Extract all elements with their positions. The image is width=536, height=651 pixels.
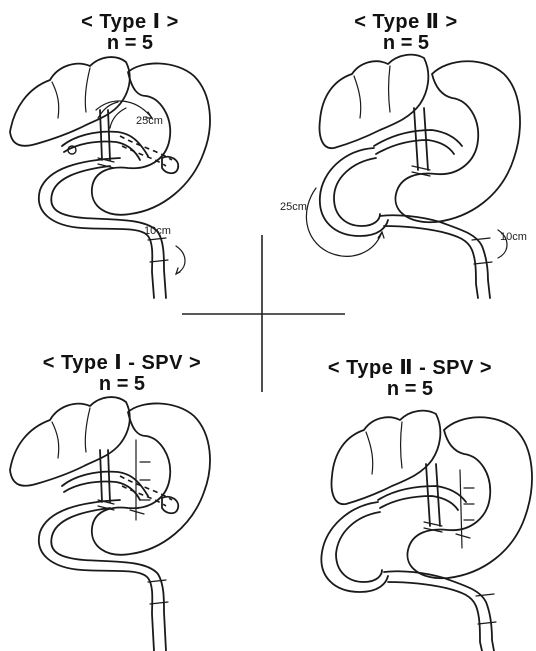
intestine-loop (39, 158, 154, 298)
annotation-25cm: 25cm (280, 201, 307, 213)
annotation-25cm: 25cm (136, 115, 163, 127)
annotation-10cm: 10cm (144, 225, 171, 237)
annotation-10cm: 10cm (500, 231, 527, 243)
stomach-shape (407, 417, 532, 578)
liver-shape (332, 411, 441, 505)
diagram-type-1-spv (10, 397, 210, 651)
diagram-type-1: 25cm 10cm (10, 57, 210, 298)
diagram-type-2: 25cm 10cm (280, 55, 527, 298)
diagram-type-2-spv (321, 411, 532, 651)
quadrant-divider (182, 235, 345, 392)
liver-shape (320, 55, 429, 149)
intestine-loop (320, 148, 388, 236)
intestine-loop (39, 500, 154, 651)
